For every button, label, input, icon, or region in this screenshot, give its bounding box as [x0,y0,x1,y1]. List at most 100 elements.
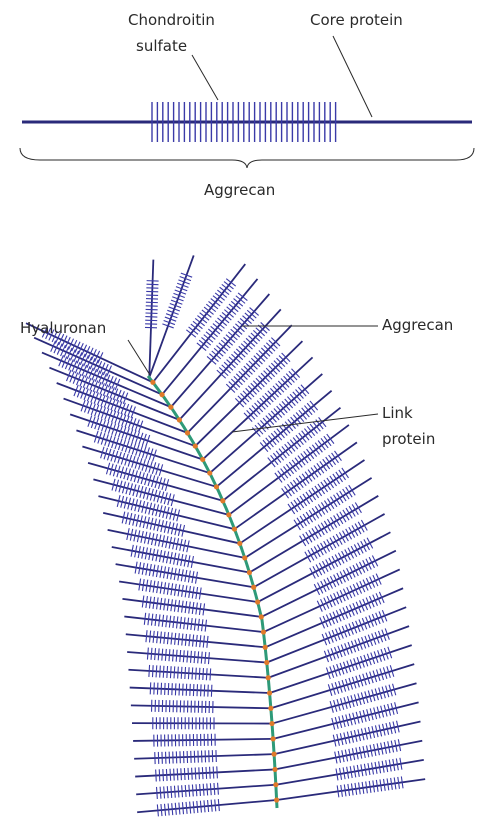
link-protein [266,675,271,680]
chondroitin-sulfate-chain [210,783,211,795]
chondroitin-sulfate-chain [160,598,162,610]
link-protein [150,380,155,385]
chondroitin-sulfate-chain [182,634,183,646]
chondroitin-sulfate-chain [196,784,197,796]
aggrecan-chondroitin-chains [337,776,403,797]
chondroitin-sulfate-chain [199,603,201,615]
chondroitin-sulfate-chain [217,766,218,778]
link-protein [269,721,274,726]
chondroitin-sulfate-chain [218,799,219,811]
chondroitin-sulfate-chain [160,787,161,799]
chondroitin-sulfate-chain [201,652,202,664]
link-protein [268,706,273,711]
link-protein [200,457,205,462]
link-protein [220,498,225,503]
chondroitin-sulfate-chain [165,804,166,816]
chondroitin-sulfate-chain [196,603,198,615]
chondroitin-sulfate-chain [192,602,194,614]
chondroitin-sulfate-chain [195,767,196,779]
aggregate-panel: Hyaluronan Aggrecan Link protein [20,255,453,816]
chondroitin-sulfate-chain [205,652,206,664]
link-protein [237,541,242,546]
aggrecan-core-protein [254,514,385,587]
chondroitin-sulfate-chain [160,632,161,644]
aggrecan-core-protein [274,722,420,755]
aggrecan-core-protein [275,741,422,770]
chondroitin-sulfate-chain [175,803,176,815]
aggrecan-core-protein [162,279,257,395]
link-protein [251,585,256,590]
chondroitin-sulfate-chain [176,650,177,662]
chondroitin-sulfate-chain [200,784,201,796]
aggrecan-aggregate [26,255,425,816]
chondroitin-sulfate-chain [200,635,201,647]
link-protein [232,526,237,531]
link-protein [247,570,252,575]
chondroitin-sulfate-chain [190,802,191,814]
chondroitin-sulfate-chain [153,631,154,643]
chondroitin-sulfate-chain [174,600,176,612]
chondroitin-sulfate-chain [184,617,185,629]
chondroitin-sulfate-chain [174,666,175,678]
link-protein [271,752,276,757]
chondroitin-sulfate-chain [165,649,166,661]
aggrecan-core-protein [223,408,341,501]
chondroitin-sulfate-chain [185,634,186,646]
chondroitin-sulfate-chain [182,802,183,814]
chondroitin-sulfate-chain [184,768,185,780]
chondroitin-sulfate-chain [181,768,182,780]
chondroitin-sulfate-chain [155,648,156,660]
chondroitin-sulfate-chain [192,784,193,796]
chondroitin-sulfate-chain [185,785,186,797]
chondroitin-sulfate-chain [164,786,165,798]
chondroitin-sulfate-chain [218,783,219,795]
chondroitin-sulfate-chain [196,668,197,680]
chondroitin-sulfate-chain [166,769,167,781]
chondroitin-sulfate-chain [167,599,169,611]
aggrecan-arms [26,255,425,816]
link-protein-label-line2: protein [382,430,435,448]
chondroitin-sulfate-chain [168,803,169,815]
chondroitin-sulfate-chain [183,650,184,662]
core-protein-label: Core protein [310,11,403,29]
chondroitin-sulfate-chain [179,803,180,815]
chondroitin-sulfate-chain [193,801,194,813]
hyaluronan-label: Hyaluronan [20,319,106,337]
chondroitin-sulfate-chain [171,633,172,645]
chondroitin-sulfate-chain [170,769,171,781]
chondroitin-sulfate-chain [197,801,198,813]
chondroitin-sulfate-chain [177,768,178,780]
chondroitin-sulfate-chain [166,615,167,627]
chondroitin-sulfate-chain [198,619,199,631]
chondroitin-sulfate-chain [157,787,158,799]
aggrecan-chondroitin-chains [332,702,398,729]
chondroitin-sulfate-chain [196,635,197,647]
chondroitin-sulfate-chain [171,786,172,798]
link-protein [272,767,277,772]
chondroitin-sulfate-chain [210,767,211,779]
chondroitin-sulfate-chain [188,768,189,780]
chondroitin-sulfate-chain [146,596,148,608]
chondroitin-sulfate-chain [194,651,195,663]
chondroitin-sulfate-chain [157,804,158,816]
chondroitin-sulfate-chain [178,667,179,679]
chondroitin-sulfate-chain [213,767,214,779]
chondroitin-sulfate-chain [144,613,145,625]
aggrecan-chondroitin-chains [275,434,334,482]
chondroitin-sulfate-chain [148,613,149,625]
chondroitin-sulfate-chain [199,668,200,680]
chondroitin-sulfate-label-line1: Chondroitin [128,11,215,29]
chondroitin-sulfate-chain [178,633,179,645]
chondroitin-sulfate-chain [198,651,199,663]
chondroitin-sulfate-chain [203,784,204,796]
chondroitin-sulfate-chain [203,668,204,680]
link-protein [263,645,268,650]
chondroitin-sulfate-chain [156,770,157,782]
chondroitin-sulfate-chain [164,598,166,610]
chondroitin-sulfate-chain [162,615,163,627]
link-protein [273,782,278,787]
chondroitin-sulfate-chain [189,785,190,797]
link-protein [264,660,269,665]
chondroitin-sulfate-chain [162,649,163,661]
